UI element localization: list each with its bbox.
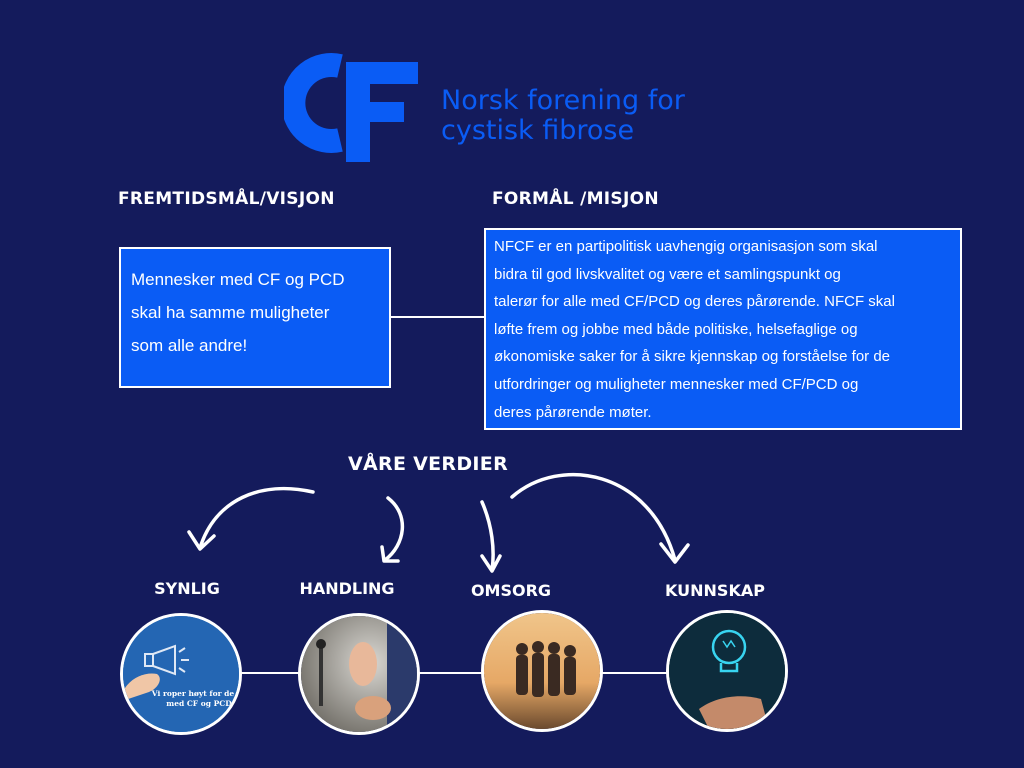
raised-hands-photo [301,616,417,732]
value-label-handling: HANDLING [299,579,395,598]
kunnskap-image [666,610,788,732]
mission-line: NFCF er en partipolitisk uavhengig organ… [494,238,878,255]
mission-line: økonomiske saker for å sikre kjennskap o… [494,348,891,366]
vision-line: som alle andre! [131,336,248,355]
svg-text:med CF og PCD: med CF og PCD [166,699,232,708]
mission-line: utfordringer og muligheter mennesker med… [494,375,859,393]
mission-line: løfte frem og jobbe med både politiske, … [494,320,858,338]
mission-line: deres pårørende møter. [494,403,652,421]
omsorg-image [481,610,603,732]
megaphone-icon: Vi roper høyt for de med CF og PCD [123,616,239,732]
synlig-image: Vi roper høyt for de med CF og PCD [120,613,242,735]
mission-line: bidra til god livskvalitet og være et sa… [494,265,841,283]
mission-heading: FORMÅL /MISJON [492,189,659,209]
group-hug-photo [484,613,600,729]
values-connector-line [180,672,740,674]
org-name-line-1: Norsk forening for [441,85,685,116]
arrow-to-omsorg [480,500,495,572]
mission-line: talerør for alle med CF/PCD og deres pår… [494,293,895,311]
vision-line: Mennesker med CF og PCD [131,270,345,289]
value-label-kunnskap: KUNNSKAP [665,581,765,600]
arrow-to-synlig [198,486,315,550]
handling-image [298,613,420,735]
vision-heading: FREMTIDSMÅL/VISJON [118,189,335,209]
arrow-to-kunnskap [510,472,677,562]
value-label-synlig: SYNLIG [154,579,220,598]
arrow-to-handling [383,496,404,562]
svg-text:Vi roper høyt for de: Vi roper høyt for de [151,689,235,698]
org-name-line-2: cystisk fibrose [441,115,635,146]
cf-logo [284,53,418,162]
value-label-omsorg: OMSORG [470,581,552,600]
vision-box: Mennesker med CF og PCD skal ha samme mu… [119,247,391,388]
values-heading: VÅRE VERDIER [348,453,508,475]
mission-box: NFCF er en partipolitisk uavhengig organ… [484,228,962,430]
lightbulb-brain-icon [669,613,785,729]
vision-line: skal ha samme muligheter [131,303,330,322]
box-connector [391,316,484,318]
